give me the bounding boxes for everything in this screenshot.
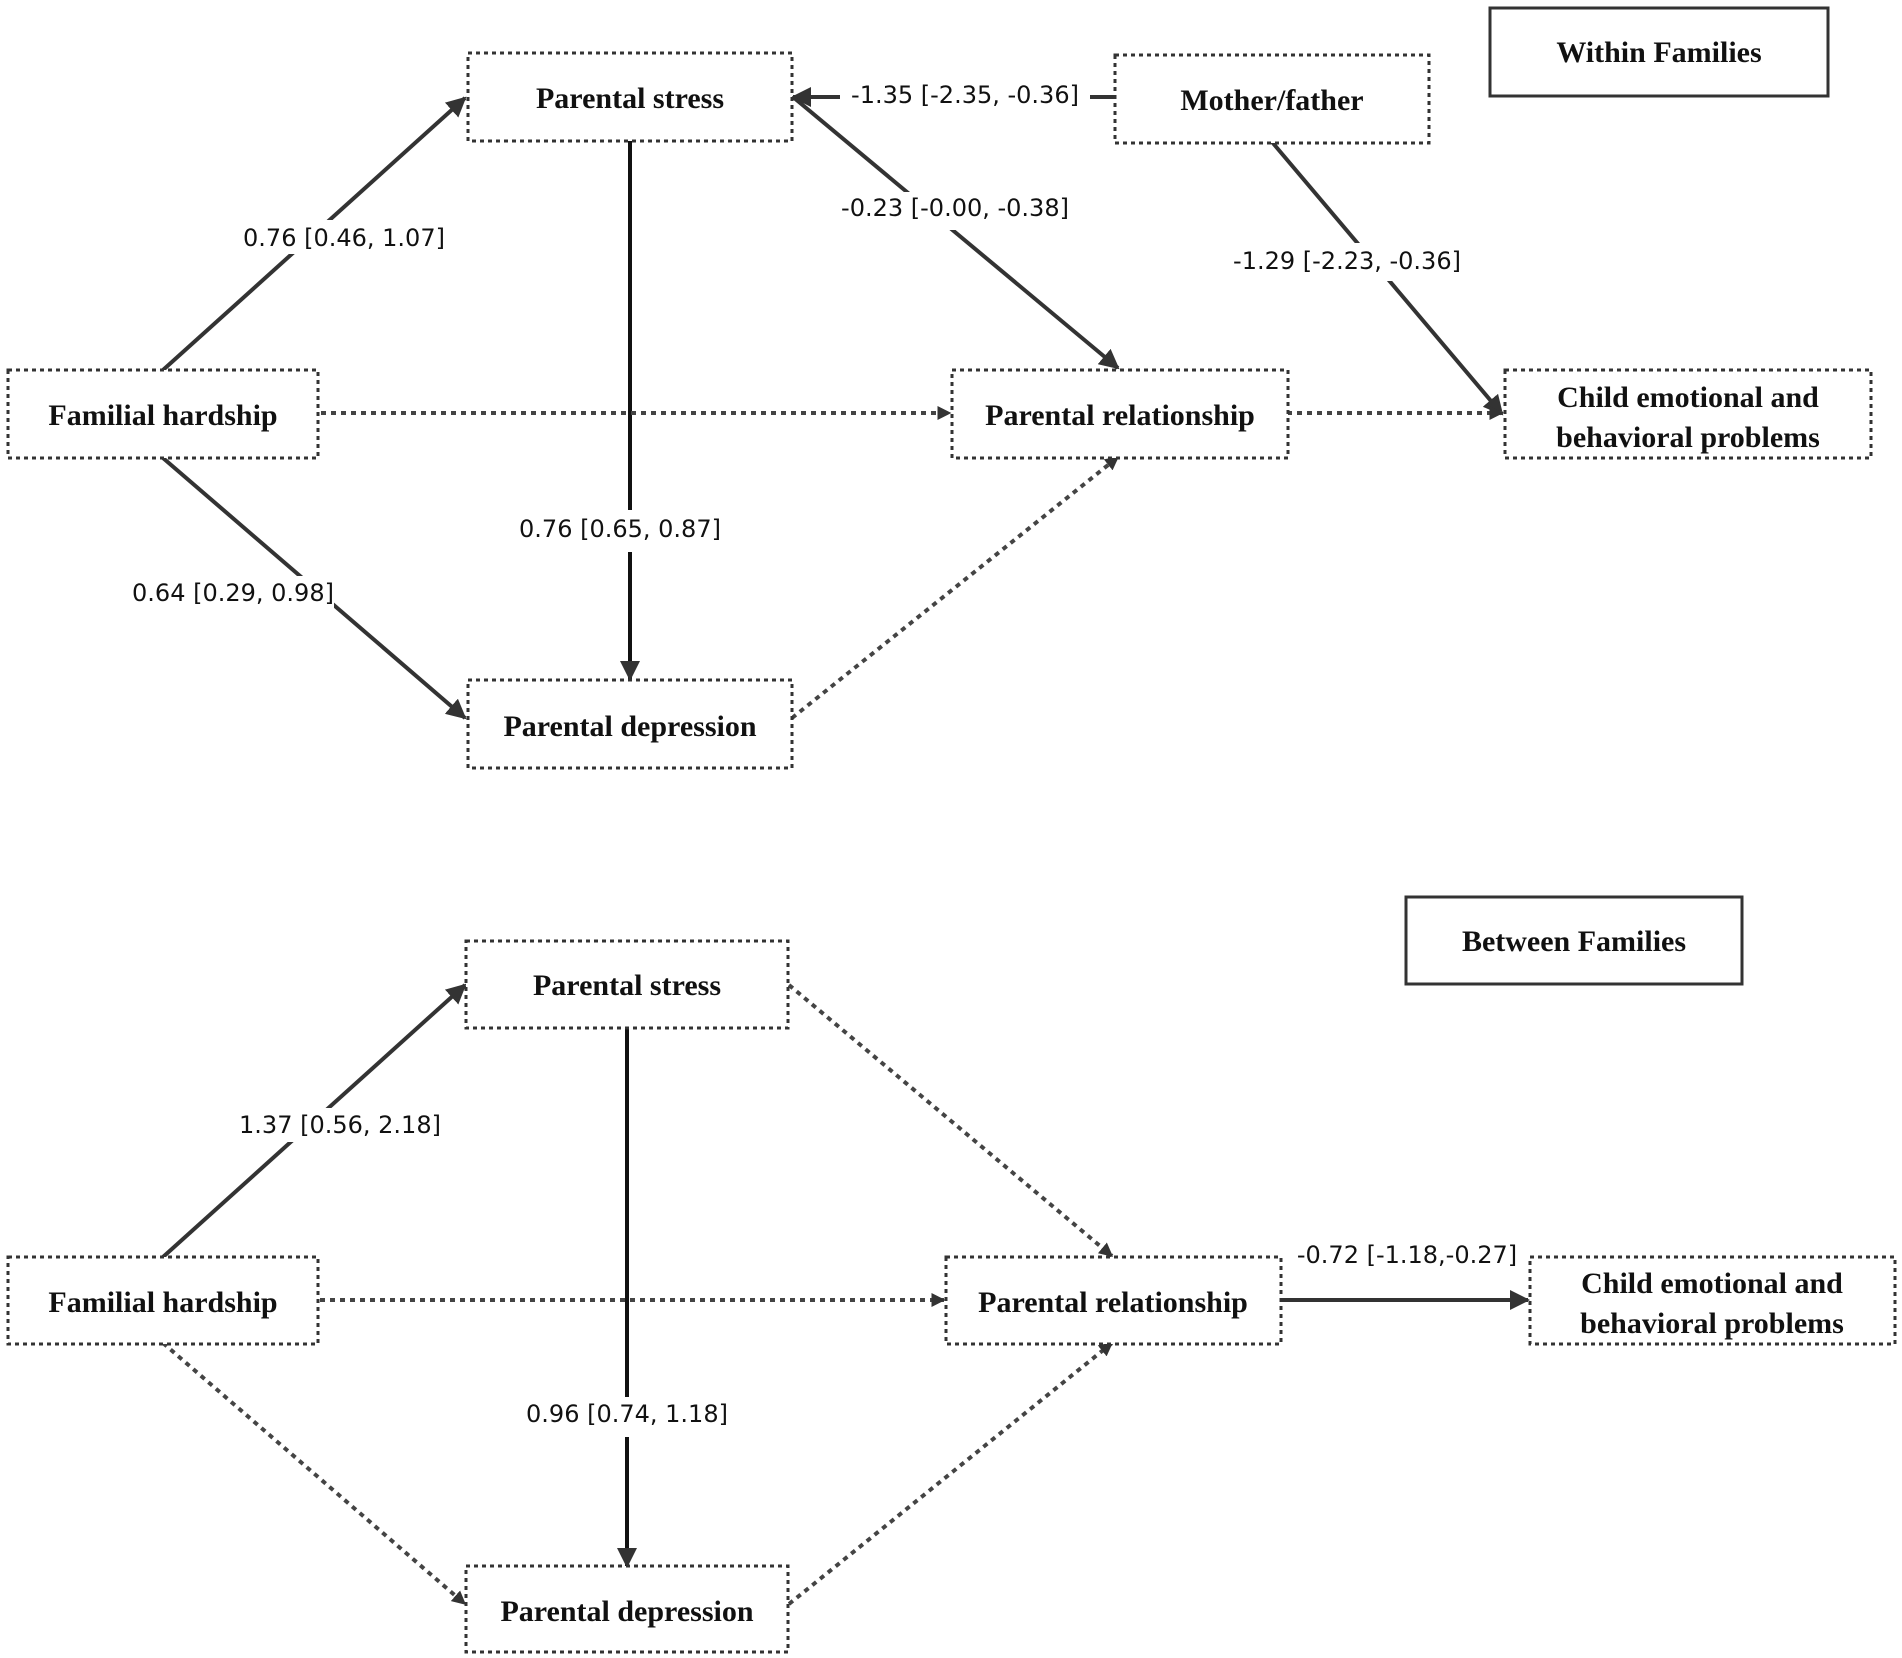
svg-text:behavioral problems: behavioral problems bbox=[1580, 1307, 1844, 1340]
svg-text:-0.23 [-0.00, -0.38]: -0.23 [-0.00, -0.38] bbox=[841, 194, 1069, 222]
node-between-parental-depression: Parental depression bbox=[464, 1564, 790, 1654]
svg-text:behavioral problems: behavioral problems bbox=[1556, 421, 1820, 454]
node-between-parental-stress: Parental stress bbox=[464, 939, 790, 1030]
edge-between-stress-relationship bbox=[787, 983, 1114, 1258]
svg-text:Between Families: Between Families bbox=[1462, 925, 1686, 958]
label-within-stress-relationship: -0.23 [-0.00, -0.38] bbox=[841, 192, 1069, 230]
svg-text:0.76 [0.46, 1.07]: 0.76 [0.46, 1.07] bbox=[243, 224, 445, 252]
svg-text:Parental stress: Parental stress bbox=[536, 82, 724, 115]
svg-text:-1.29 [-2.23, -0.36]: -1.29 [-2.23, -0.36] bbox=[1233, 247, 1461, 275]
svg-text:0.96 [0.74, 1.18]: 0.96 [0.74, 1.18] bbox=[526, 1400, 728, 1428]
between-families-panel: 1.37 [0.56, 2.18] 0.96 [0.74, 1.18] -0.7… bbox=[6, 895, 1897, 1654]
between-families-title-box: Between Families bbox=[1404, 895, 1744, 986]
edge-within-depression-relationship bbox=[790, 455, 1120, 720]
svg-text:Parental relationship: Parental relationship bbox=[985, 399, 1255, 432]
svg-text:1.37 [0.56, 2.18]: 1.37 [0.56, 2.18] bbox=[239, 1111, 441, 1139]
label-within-mother-stress: -1.35 [-2.35, -0.36] bbox=[840, 78, 1090, 112]
svg-text:Child emotional and: Child emotional and bbox=[1557, 381, 1819, 414]
svg-text:0.76 [0.65, 0.87]: 0.76 [0.65, 0.87] bbox=[519, 515, 721, 543]
label-within-hardship-depression: 0.64 [0.29, 0.98] bbox=[132, 576, 334, 610]
svg-text:Parental stress: Parental stress bbox=[533, 969, 721, 1002]
node-between-parental-relationship: Parental relationship bbox=[944, 1255, 1283, 1346]
svg-text:Familial hardship: Familial hardship bbox=[48, 399, 277, 432]
edge-between-hardship-depression bbox=[161, 1341, 467, 1606]
node-between-familial-hardship: Familial hardship bbox=[6, 1255, 320, 1346]
node-within-familial-hardship: Familial hardship bbox=[6, 368, 320, 460]
node-within-mother-father: Mother/father bbox=[1113, 53, 1431, 145]
label-between-relationship-child: -0.72 [-1.18,-0.27] bbox=[1297, 1241, 1517, 1269]
svg-text:Parental depression: Parental depression bbox=[500, 1595, 753, 1628]
svg-text:Child emotional and: Child emotional and bbox=[1581, 1267, 1843, 1300]
edge-within-stress-relationship bbox=[791, 95, 1120, 370]
svg-text:Parental depression: Parental depression bbox=[503, 710, 756, 743]
svg-text:0.64 [0.29, 0.98]: 0.64 [0.29, 0.98] bbox=[132, 579, 334, 607]
svg-text:Familial hardship: Familial hardship bbox=[48, 1286, 277, 1319]
svg-text:Mother/father: Mother/father bbox=[1180, 84, 1363, 117]
within-families-title-box: Within Families bbox=[1488, 6, 1830, 98]
edge-between-depression-relationship bbox=[787, 1341, 1114, 1606]
svg-text:Within Families: Within Families bbox=[1556, 36, 1761, 69]
node-within-parental-relationship: Parental relationship bbox=[950, 368, 1290, 460]
within-families-panel: 0.76 [0.46, 1.07] 0.64 [0.29, 0.98] 0.76… bbox=[6, 6, 1873, 770]
label-between-hardship-stress: 1.37 [0.56, 2.18] bbox=[239, 1108, 441, 1142]
node-between-child-problems: Child emotional and behavioral problems bbox=[1528, 1255, 1897, 1346]
label-between-stress-depression: 0.96 [0.74, 1.18] bbox=[526, 1397, 728, 1437]
node-within-parental-stress: Parental stress bbox=[466, 51, 794, 143]
label-within-hardship-stress: 0.76 [0.46, 1.07] bbox=[243, 220, 445, 254]
label-within-stress-depression: 0.76 [0.65, 0.87] bbox=[519, 510, 721, 552]
svg-text:-1.35 [-2.35, -0.36]: -1.35 [-2.35, -0.36] bbox=[851, 81, 1079, 109]
node-within-child-problems: Child emotional and behavioral problems bbox=[1503, 368, 1873, 460]
svg-text:Parental relationship: Parental relationship bbox=[978, 1286, 1248, 1319]
label-within-mother-child: -1.29 [-2.23, -0.36] bbox=[1230, 243, 1464, 281]
node-within-parental-depression: Parental depression bbox=[466, 678, 794, 770]
